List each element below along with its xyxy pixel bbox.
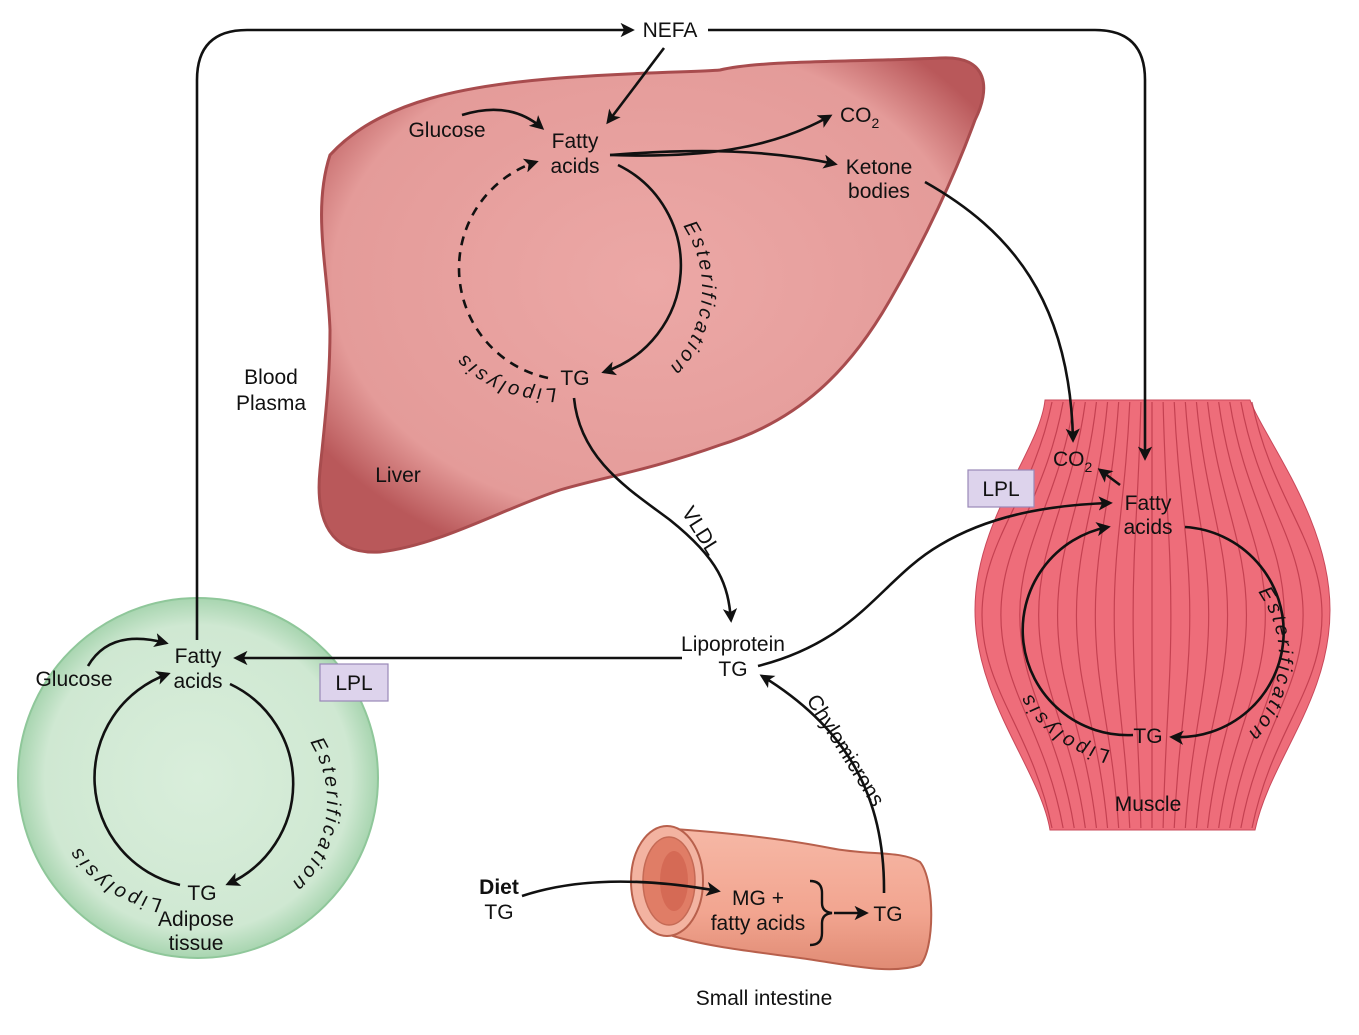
arrow-nefa-to-muscle bbox=[708, 28, 1153, 461]
muscle-fiber bbox=[1132, 401, 1142, 829]
muscle-fiber bbox=[1206, 401, 1248, 829]
muscle-tg-label: TG bbox=[1133, 725, 1162, 748]
blood-plasma-label-2: Plasma bbox=[236, 392, 306, 415]
diet-label: Diet bbox=[479, 876, 519, 899]
lipoprotein-label-1: Lipoprotein bbox=[681, 633, 785, 656]
adipose-fatty-acids-label-1: Fatty bbox=[175, 645, 222, 668]
muscle-fiber bbox=[1075, 401, 1109, 829]
adipose-glucose-label: Glucose bbox=[35, 668, 112, 691]
arrow-liver-to-co2 bbox=[609, 114, 833, 157]
mg-label-2: fatty acids bbox=[711, 912, 806, 935]
liver-fatty-acids-label-1: Fatty bbox=[552, 130, 599, 153]
arrow-nefa-to-liver bbox=[606, 47, 666, 125]
muscle-fiber bbox=[1000, 401, 1064, 829]
liver-tg-label: TG bbox=[560, 367, 589, 390]
chylomicrons-label: Chylomicrons bbox=[802, 690, 889, 810]
diet-tg-label: TG bbox=[484, 901, 513, 924]
arrow-liver-to-ketone bbox=[609, 149, 838, 169]
arrow-adipose-to-nefa bbox=[195, 22, 635, 640]
lpl-box-adipose bbox=[319, 663, 389, 702]
arrow-lipoprotein-to-muscle bbox=[757, 496, 1113, 668]
intestine-shape bbox=[658, 826, 933, 971]
intestine-tg-label: TG bbox=[873, 903, 902, 926]
liver-label: Liver bbox=[375, 464, 421, 487]
muscle-fiber bbox=[1162, 401, 1172, 829]
muscle-fiber bbox=[1019, 401, 1075, 829]
muscle-fiber bbox=[1251, 401, 1323, 829]
brace bbox=[809, 879, 833, 947]
arrow-muscle-lipolysis bbox=[1021, 522, 1134, 737]
muscle-fiber bbox=[1229, 401, 1285, 829]
muscle-organ-label: Muscle bbox=[1115, 793, 1182, 816]
ketone-label-1: Ketone bbox=[846, 156, 913, 179]
muscle-fiber bbox=[1038, 401, 1086, 829]
muscle-fiber bbox=[1195, 401, 1229, 829]
liver-shape bbox=[317, 56, 986, 554]
arrow-muscle-esterification bbox=[1169, 525, 1285, 745]
arrow-liver-glucose bbox=[461, 108, 545, 130]
arrow-adipose-glucose bbox=[86, 633, 169, 667]
nefa-label: NEFA bbox=[643, 19, 698, 42]
blood-plasma-label-1: Blood bbox=[244, 366, 298, 389]
muscle-fatty-acids-label-2: acids bbox=[1123, 516, 1172, 539]
adipose-organ-label-2: tissue bbox=[169, 932, 224, 955]
lipoprotein-label-2: TG bbox=[718, 658, 747, 681]
arrow-diet bbox=[521, 880, 721, 898]
adipose-organ-label-1: Adipose bbox=[158, 908, 234, 931]
arrow-ketone-to-muscle bbox=[924, 180, 1080, 443]
adipose-tg-label: TG bbox=[187, 882, 216, 905]
arrow-adipose-lipolysis bbox=[93, 671, 181, 887]
liver-fatty-acids-label-2: acids bbox=[550, 155, 599, 178]
arrow-vldl bbox=[572, 397, 738, 623]
lpl-box-muscle bbox=[967, 469, 1035, 508]
muscle-fatty-acids-label-1: Fatty bbox=[1125, 492, 1172, 515]
liver-glucose-label: Glucose bbox=[408, 119, 485, 142]
muscle-fibers bbox=[981, 401, 1323, 829]
arrow-chylomicrons bbox=[759, 674, 886, 894]
arrow-adipose-esterification bbox=[225, 682, 295, 886]
arrow-muscle-to-co2 bbox=[1097, 468, 1121, 487]
liver-co2-label: CO2 bbox=[840, 104, 880, 131]
muscle-fiber bbox=[1240, 401, 1304, 829]
arrow-liver-esterification bbox=[601, 163, 683, 376]
lpl-label-muscle: LPL bbox=[982, 478, 1019, 501]
muscle-fiber bbox=[1173, 401, 1191, 829]
muscle-fiber bbox=[1218, 401, 1266, 829]
small-intestine-label: Small intestine bbox=[696, 987, 833, 1010]
lpl-label-adipose: LPL bbox=[335, 672, 372, 695]
arrow-liver-lipolysis bbox=[457, 158, 549, 380]
adipose-fatty-acids-label-2: acids bbox=[173, 670, 222, 693]
intestine-lumen-shadow bbox=[660, 851, 688, 911]
muscle-fiber bbox=[1184, 401, 1210, 829]
muscle-co2-label: CO2 bbox=[1053, 448, 1093, 475]
muscle-fiber bbox=[1113, 401, 1131, 829]
muscle-fiber bbox=[1056, 401, 1098, 829]
ketone-label-2: bodies bbox=[848, 180, 910, 203]
mg-label-1: MG + bbox=[732, 887, 784, 910]
